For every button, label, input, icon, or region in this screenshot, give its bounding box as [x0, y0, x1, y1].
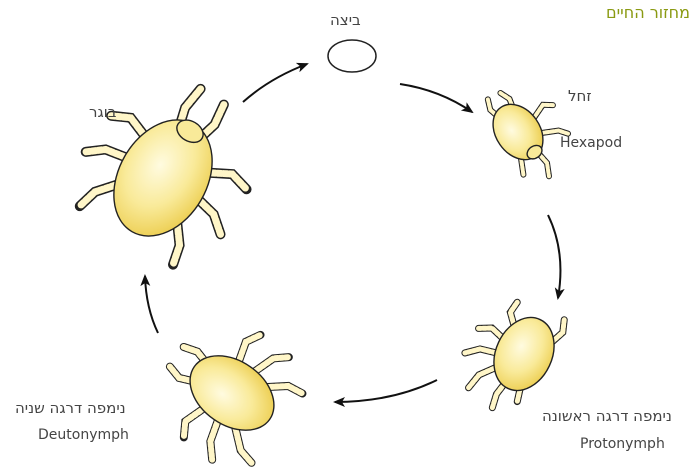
protonymph-illustration: [449, 288, 570, 422]
deutonymph-label-english: Deutonymph: [38, 427, 129, 443]
larva-label-hebrew: זחל: [568, 87, 592, 105]
egg-illustration: [328, 40, 376, 72]
larva-label-english: Hexapod: [560, 135, 622, 151]
protonymph-label-english: Protonymph: [580, 436, 665, 452]
egg-label: ביצה: [330, 11, 361, 29]
arrow-egg-to-larva: [400, 84, 472, 112]
arrow-larva-to-protonymph: [548, 215, 560, 298]
arrow-adult-to-egg: [243, 64, 307, 102]
arrow-protonymph-to-deutonymph: [335, 380, 437, 402]
adult-label: בוגר: [89, 103, 116, 121]
adult-illustration: [59, 55, 279, 278]
arrow-deutonymph-to-adult: [145, 276, 158, 333]
protonymph-label-hebrew: נימפה דרגה ראשונה: [542, 407, 672, 425]
deutonymph-illustration: [140, 303, 316, 475]
deutonymph-label-hebrew: נימפה דרגה שניה: [15, 399, 126, 417]
